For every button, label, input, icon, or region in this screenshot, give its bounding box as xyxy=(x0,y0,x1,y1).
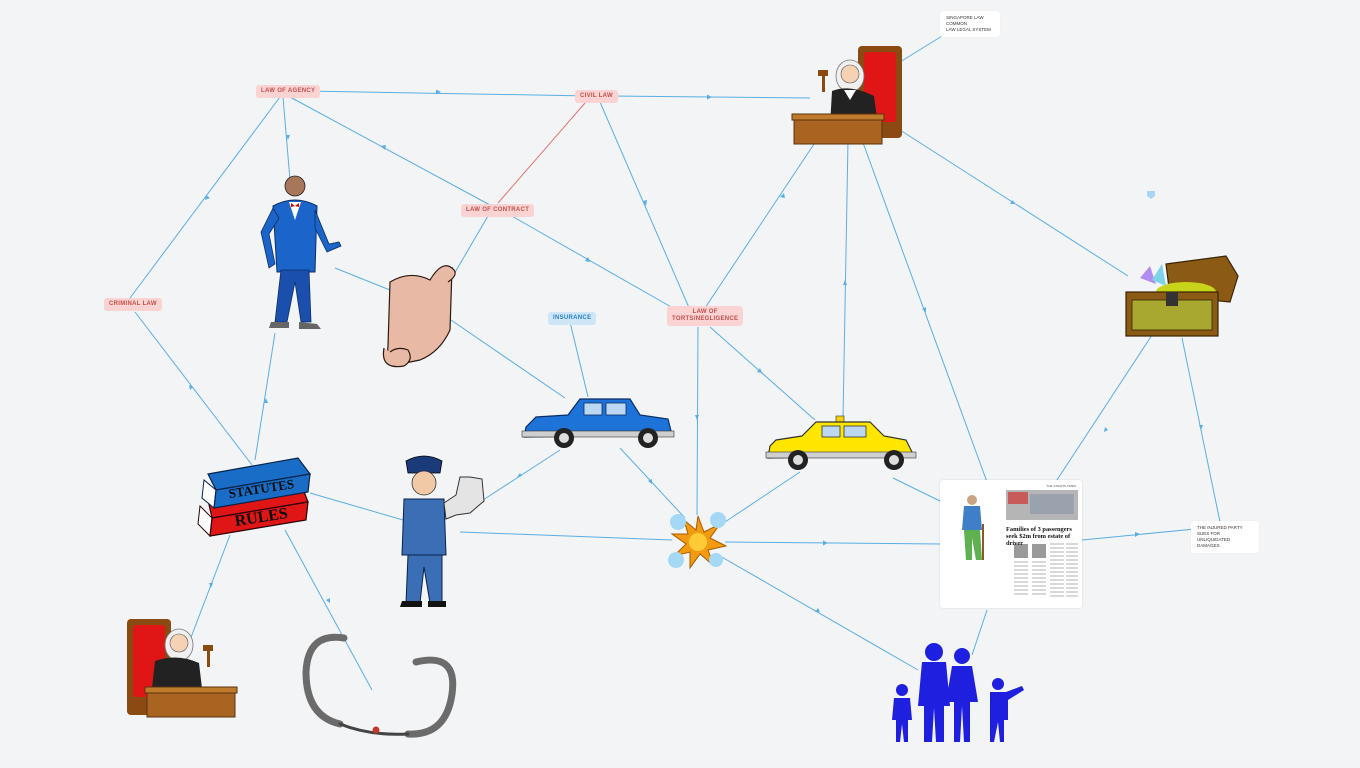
connector[interactable] xyxy=(704,134,821,309)
collision-icon xyxy=(668,512,728,570)
newspaper-graphics xyxy=(962,490,1078,597)
connector[interactable] xyxy=(842,139,849,421)
policeman-icon xyxy=(400,455,485,607)
connector[interactable] xyxy=(599,101,691,311)
tag-law-of-agency[interactable]: LAW OF AGENCY xyxy=(256,85,321,98)
connector[interactable] xyxy=(309,492,411,523)
connector[interactable] xyxy=(724,471,801,523)
blue-car-icon xyxy=(521,398,675,448)
connector[interactable] xyxy=(284,529,373,691)
connector[interactable] xyxy=(719,555,919,671)
arrowheads xyxy=(189,89,1203,612)
note-injured-line2: UNLIQUIDATED DAMAGES. xyxy=(1197,537,1231,548)
newspaper-icon[interactable]: THE STRAITS TIMES xyxy=(940,480,1082,608)
connector[interactable] xyxy=(289,96,491,206)
connector[interactable] xyxy=(189,534,231,641)
note-singapore-line2: LAW LEGAL SYSTEM xyxy=(946,27,991,32)
pin-icon xyxy=(1147,191,1155,199)
connector[interactable] xyxy=(334,267,391,291)
note-injured-party[interactable]: THE INJURED PARTY SUES FOR UNLIQUIDATED … xyxy=(1191,521,1259,553)
connector[interactable] xyxy=(569,321,589,398)
newspaper-headline: Families of 3 passengers seek $2m from e… xyxy=(1006,526,1072,548)
note-injured-line1: THE INJURED PARTY SUES FOR xyxy=(1197,525,1243,536)
connector[interactable] xyxy=(254,332,276,461)
tag-criminal-law[interactable]: CRIMINAL LAW xyxy=(104,298,162,311)
yellow-taxi-icon xyxy=(765,415,917,470)
connector[interactable] xyxy=(447,317,566,399)
connector-red[interactable] xyxy=(497,102,586,204)
connector[interactable] xyxy=(509,214,681,313)
tag-civil-law[interactable]: CIVIL LAW xyxy=(575,90,618,103)
connector[interactable] xyxy=(1054,334,1153,484)
connector[interactable] xyxy=(129,96,281,299)
judge-icon xyxy=(127,619,238,718)
judge-icon xyxy=(791,46,902,145)
connector[interactable] xyxy=(619,447,686,519)
tag-law-of-torts[interactable]: LAW OF TORTS/NEGLIGENCE xyxy=(667,306,744,326)
connector[interactable] xyxy=(459,531,673,541)
connector[interactable] xyxy=(709,326,816,421)
family-icon xyxy=(892,643,1024,742)
note-singapore-line1: SINGAPORE LAW COMMON xyxy=(946,15,984,26)
handcuffs-icon xyxy=(302,633,457,738)
connector[interactable] xyxy=(304,90,591,97)
connector[interactable] xyxy=(971,609,988,656)
tag-law-of-contract[interactable]: LAW OF CONTRACT xyxy=(461,204,535,217)
tag-law-of-torts-line1: LAW OF xyxy=(692,309,718,315)
tag-insurance[interactable]: INSURANCE xyxy=(548,312,597,325)
connector[interactable] xyxy=(282,96,291,181)
connector[interactable] xyxy=(696,326,699,516)
newspaper-masthead: THE STRAITS TIMES xyxy=(1046,484,1076,488)
connector[interactable] xyxy=(724,541,941,545)
tag-law-of-torts-line2: TORTS/NEGLIGENCE xyxy=(672,316,739,322)
books-icon: STATUTES RULES xyxy=(197,457,312,538)
connector[interactable] xyxy=(892,477,943,503)
lawyer-icon xyxy=(260,175,342,329)
note-singapore-law[interactable]: SINGAPORE LAW COMMON LAW LEGAL SYSTEM xyxy=(940,11,1000,37)
connector[interactable] xyxy=(861,139,988,483)
treasure-chest-icon xyxy=(1125,255,1239,337)
connector[interactable] xyxy=(134,311,253,466)
scroll-icon xyxy=(382,265,456,368)
